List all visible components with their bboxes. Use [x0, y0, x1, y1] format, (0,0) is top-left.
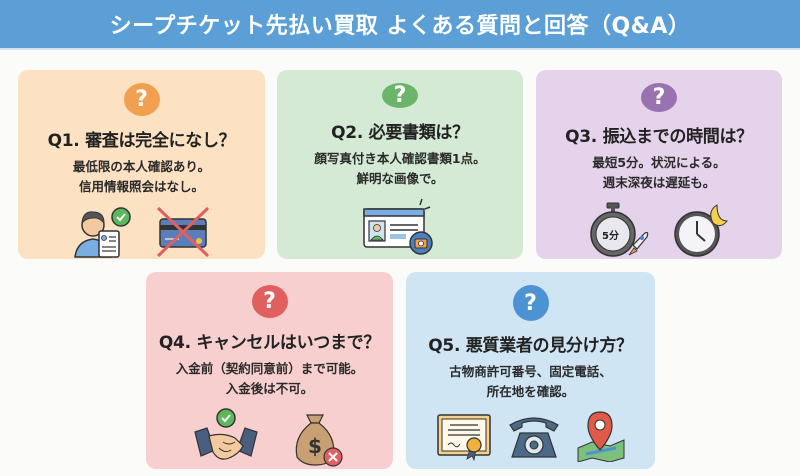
stopwatch-label: 5分	[602, 231, 619, 242]
certificate-icon	[436, 414, 491, 461]
handshake-check-icon	[193, 408, 258, 460]
page-title: シープチケット先払い買取 よくある質問と回答（Q&A）	[109, 14, 691, 39]
question-mark-icon: ?	[382, 83, 418, 108]
faq-card-q5: ? Q5. 悪質業者の見分け方？ 古物商許可番号、固定電話、 所在地を確認。	[406, 272, 655, 469]
answer-line: 最短5分。状況による。	[592, 155, 726, 170]
answer-line: 入金前（契約同意前）まで可能。	[175, 361, 364, 376]
faq-card-q2: ? Q2. 必要書類は？ 顔写真付き本人確認書類1点。 鮮明な画像で。	[277, 70, 523, 259]
stopwatch-rocket-icon: 5分	[589, 201, 651, 259]
answer-line: 顔写真付き本人確認書類1点。	[314, 151, 486, 166]
svg-text:$: $	[308, 434, 322, 458]
person-id-check-icon	[73, 207, 131, 258]
question-mark-icon: ?	[641, 83, 677, 112]
answer-line: 最低限の本人確認あり。	[72, 159, 211, 174]
answer-line: 週末深夜は遅延も。	[602, 175, 716, 190]
credit-card-crossed-icon	[156, 206, 209, 258]
map-pin-icon	[577, 411, 624, 462]
question-title: Q1. 審査は完全になし？	[47, 131, 236, 151]
clock-moon-icon	[674, 204, 729, 257]
question-mark-icon: ?	[512, 285, 549, 321]
answer-line: 信用情報照会はなし。	[78, 179, 204, 194]
answer-line: 鮮明な画像で。	[356, 171, 444, 186]
page-header: シープチケット先払い買取 よくある質問と回答（Q&A）	[0, 0, 800, 50]
answer-line: 入金後は不可。	[225, 381, 314, 396]
answer-line: 古物商許可番号、固定電話、	[449, 364, 612, 379]
faq-card-q1: ? Q1. 審査は完全になし？ 最低限の本人確認あり。 信用情報照会はなし。	[18, 70, 265, 259]
question-mark-icon: ?	[251, 285, 288, 318]
answer-text: 古物商許可番号、固定電話、 所在地を確認。	[449, 362, 612, 402]
id-card-camera-icon	[363, 198, 433, 255]
answer-line: 所在地を確認。	[486, 384, 575, 399]
money-bag-cross-icon: $	[295, 414, 343, 467]
answer-text: 顔写真付き本人確認書類1点。 鮮明な画像で。	[314, 149, 485, 189]
question-title: Q5. 悪質業者の見分け方？	[428, 336, 633, 356]
question-mark-icon: ?	[123, 83, 160, 116]
question-title: Q3. 振込までの時間は？	[565, 127, 753, 147]
question-title: Q2. 必要書類は？	[331, 123, 469, 143]
answer-text: 最短5分。状況による。 週末深夜は遅延も。	[592, 153, 725, 193]
answer-text: 最低限の本人確認あり。 信用情報照会はなし。	[73, 157, 210, 197]
answer-text: 入金前（契約同意前）まで可能。 入金後は不可。	[176, 359, 364, 399]
faq-card-q3: ? Q3. 振込までの時間は？ 最短5分。状況による。 週末深夜は遅延も。 5分	[536, 70, 782, 259]
telephone-icon	[508, 417, 559, 458]
faq-card-q4: ? Q4. キャンセルはいつまで？ 入金前（契約同意前）まで可能。 入金後は不可…	[146, 272, 393, 469]
question-title: Q4. キャンセルはいつまで？	[158, 333, 381, 353]
